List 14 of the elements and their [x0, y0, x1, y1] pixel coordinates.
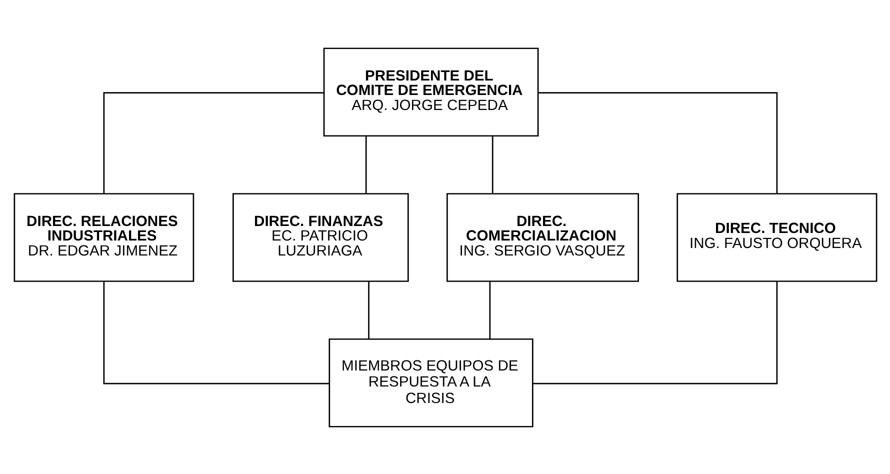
connector [368, 281, 369, 338]
connector [491, 136, 493, 194]
node-box: MIEMBROS EQUIPOS DE RESPUESTA A LA CRISIS [328, 338, 533, 427]
connector [364, 136, 366, 194]
connector [538, 92, 778, 194]
node-box: DIREC. FINANZAS EC. PATRICIO LUZURIAGA [232, 192, 408, 282]
node-box: PRESIDENTE DEL COMITE DE EMERGENCIA ARQ. JORGE CEPEDA [322, 47, 538, 136]
node-box: DIREC. TECNICO ING. FAUSTO ORQUERA [676, 192, 877, 282]
connector [488, 281, 490, 338]
node-box: DIREC. RELACIONES INDUSTRIALES DR. EDGAR JIMENEZ [13, 192, 194, 282]
connector [102, 280, 329, 384]
connector [102, 92, 324, 194]
node-box: DIREC. COMERCIALIZACION ING. SERGIO VASQUEZ [446, 192, 638, 282]
connector [532, 280, 778, 384]
